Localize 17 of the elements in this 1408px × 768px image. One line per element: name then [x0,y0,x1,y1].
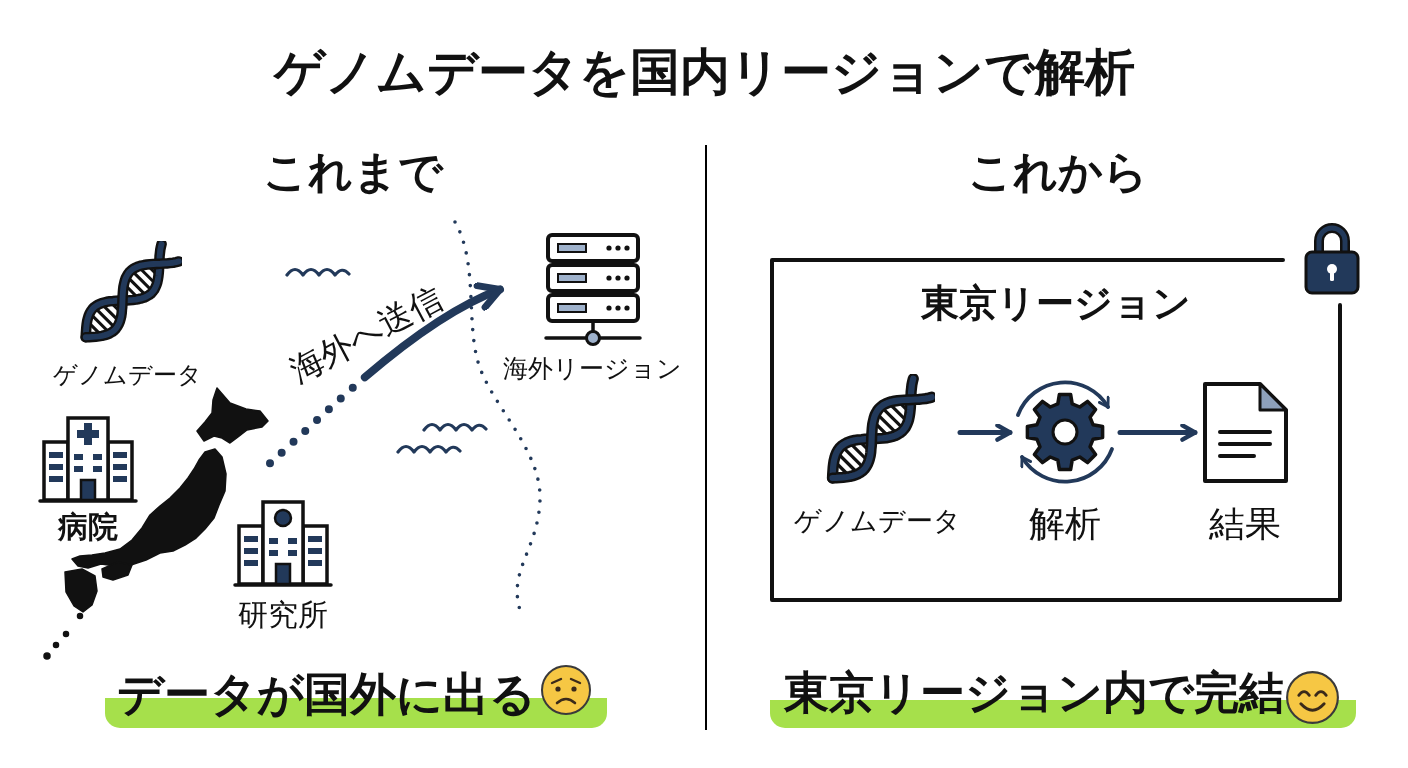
node-label: 解析 [1029,503,1101,545]
region-title: 東京リージョン [921,282,1191,326]
node-label: ゲノムデータ [53,362,202,390]
edge-label: 海外へ送信 [284,280,448,388]
arrow [1117,423,1198,442]
arrow [266,283,504,468]
node-label: 結果 [1209,503,1281,545]
node-label: 病院 [58,510,118,545]
title: ゲノムデータを国内リージョンで解析 [273,42,1135,102]
node-label: 研究所 [238,598,328,633]
node-label: 海外リージョン [503,355,682,384]
section-heading: これから [968,146,1148,199]
section-heading: これまで [263,146,443,199]
region-box [770,258,1342,602]
japan-map [40,386,270,662]
node-label: ゲノムデータ [794,505,961,537]
arrow [957,423,1013,442]
